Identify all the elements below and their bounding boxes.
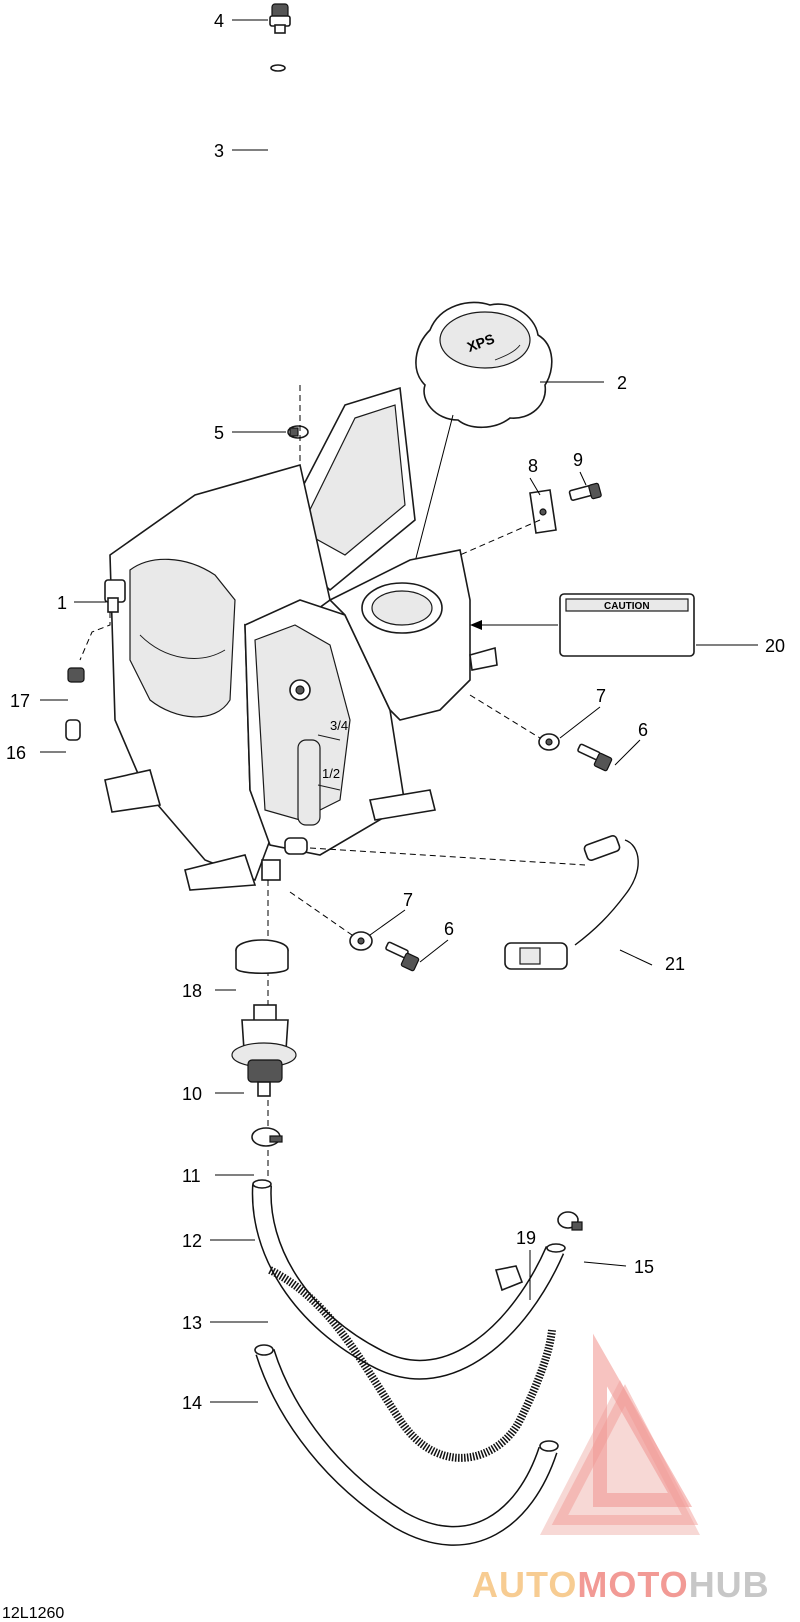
part-6-bolt-upper [577,743,613,772]
callout-14: 14 [182,1393,202,1413]
part-9-screw [568,482,602,502]
part-11-clamp [251,1127,283,1147]
callout-7-lower: 7 [403,890,413,910]
part-18-ring [235,939,289,974]
callout-6-lower: 6 [444,919,454,939]
part-16-fitting [65,719,81,741]
callout-10: 10 [182,1084,202,1104]
callout-6-upper: 6 [638,720,648,740]
part-10-valve [231,1004,297,1097]
part-19-clip [494,1265,524,1292]
part-12-hose [251,1179,566,1380]
callout-16: 16 [6,743,26,763]
part-8-plate [529,489,557,534]
watermark-auto: AUTO [472,1564,577,1605]
callout-11: 11 [182,1166,201,1186]
leader-lines [40,19,758,1403]
callout-9: 9 [573,450,583,470]
callout-5: 5 [214,423,224,443]
part-13-spring [268,1266,556,1462]
callout-19: 19 [516,1228,536,1248]
part-15-clamp [557,1211,583,1231]
callout-21: 21 [665,954,685,974]
callout-15: 15 [634,1257,654,1277]
part-20-caution-label: CAUTION [559,593,695,657]
callout-7-upper: 7 [596,686,606,706]
part-2-filler-cap: XPS [415,301,553,429]
callout-4: 4 [214,11,224,31]
callout-17: 17 [10,691,30,711]
watermark-moto: MOTO [577,1564,688,1605]
part-5-clamp [287,425,309,439]
oil-tank: 3/4 1/2 [104,386,498,891]
callout-8: 8 [528,456,538,476]
level-mark-1-2: 1/2 [322,766,340,781]
part-14-hose [254,1344,559,1546]
callout-12: 12 [182,1231,202,1251]
callout-18: 18 [182,981,202,1001]
callout-3: 3 [214,141,224,161]
automotohub-watermark: AUTOMOTOHUB [472,1333,770,1605]
part-4-fitting [269,3,291,34]
svg-text:AUTOMOTOHUB: AUTOMOTOHUB [472,1564,770,1605]
callout-labels: 4 3 5 1 2 8 9 20 7 6 7 6 21 17 16 18 10 … [6,11,785,1413]
watermark-hub: HUB [689,1564,770,1605]
callout-20: 20 [765,636,785,656]
part-7-washer-lower [349,931,373,951]
callout-13: 13 [182,1313,202,1333]
part-6-bolt-lower [385,941,420,972]
drawing-code: 12L1260 [2,1605,64,1622]
part-7-washer-upper [538,733,560,751]
callout-2: 2 [617,373,627,393]
part-21-sensor-harness [504,834,639,970]
callout-1: 1 [57,593,67,613]
level-mark-3-4: 3/4 [330,718,348,733]
part-3-vent-hose [269,64,308,380]
caution-label-text: CAUTION [604,601,650,612]
part-17-grommet [67,667,85,683]
